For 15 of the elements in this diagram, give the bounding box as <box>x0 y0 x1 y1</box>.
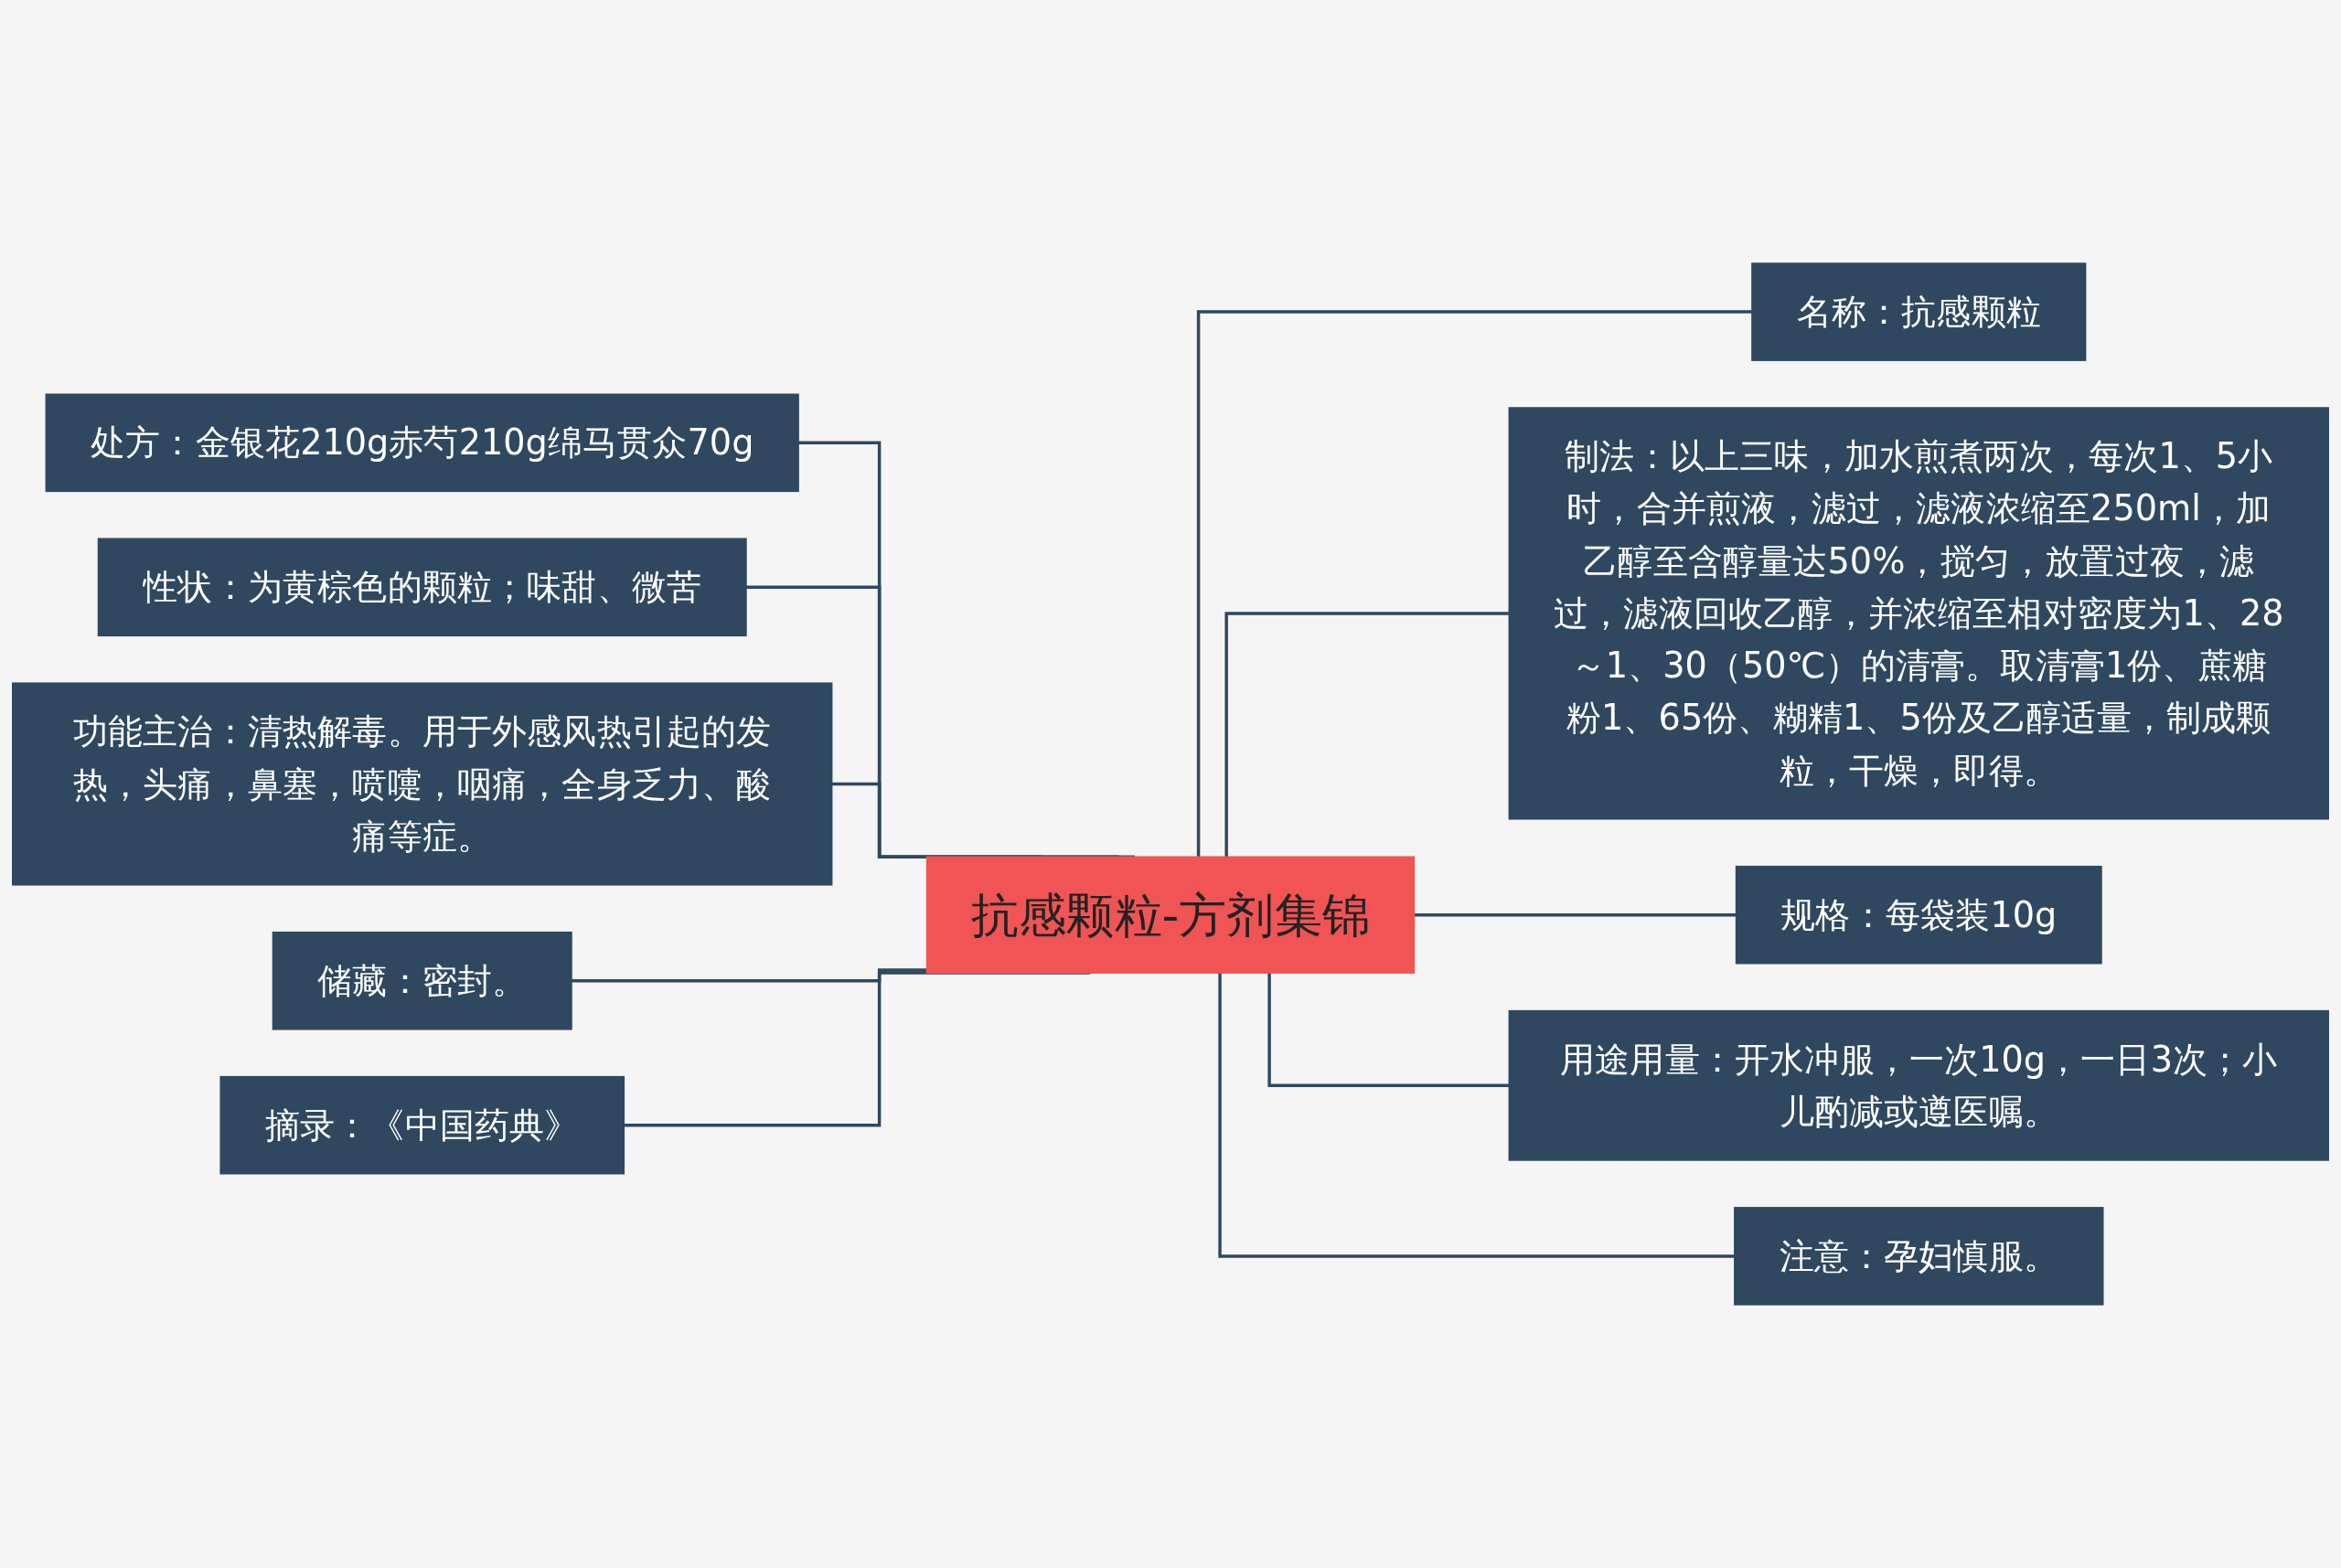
node-box: 性状：为黄棕色的颗粒；味甜、微苦 <box>97 538 747 637</box>
node-box: 储藏：密封。 <box>272 931 572 1030</box>
node-box: 注意：孕妇慎服。 <box>1734 1207 2104 1306</box>
connector <box>1267 973 1510 1088</box>
connector <box>1196 310 1752 858</box>
node-box: 用途用量：开水冲服，一次10g，一日3次；小儿酌减或遵医嘱。 <box>1508 1009 2329 1161</box>
node-box: 制法：以上三味，加水煎煮两次，每次1、5小时，合并煎液，滤过，滤液浓缩至250ml，加乙醇至含醇量达50%，搅匀，放置过夜，滤过，滤液回收乙醇，并浓缩至相对密度为1、28～1、30（50℃）的清膏。取清膏1份、蔗糖粉1、65份、糊精1、5份及乙醇适量，制成颗粒，干燥，即得。 <box>1508 407 2329 820</box>
node-box: 功能主治：清热解毒。用于外感风热引起的发热，头痛，鼻塞，喷嚏，咽痛，全身乏力、酸痛等症。 <box>12 682 833 886</box>
node-box: 处方：金银花210g赤芍210g绵马贯众70g <box>45 393 799 493</box>
node-box: 规格：每袋装10g <box>1735 865 2102 965</box>
node-box: 摘录：《中国药典》 <box>219 1075 625 1175</box>
node-box: 抗感颗粒-方剂集锦 <box>925 856 1416 974</box>
connector <box>1218 973 1735 1258</box>
connector <box>1224 612 1510 858</box>
node-box: 名称：抗感颗粒 <box>1751 262 2087 361</box>
